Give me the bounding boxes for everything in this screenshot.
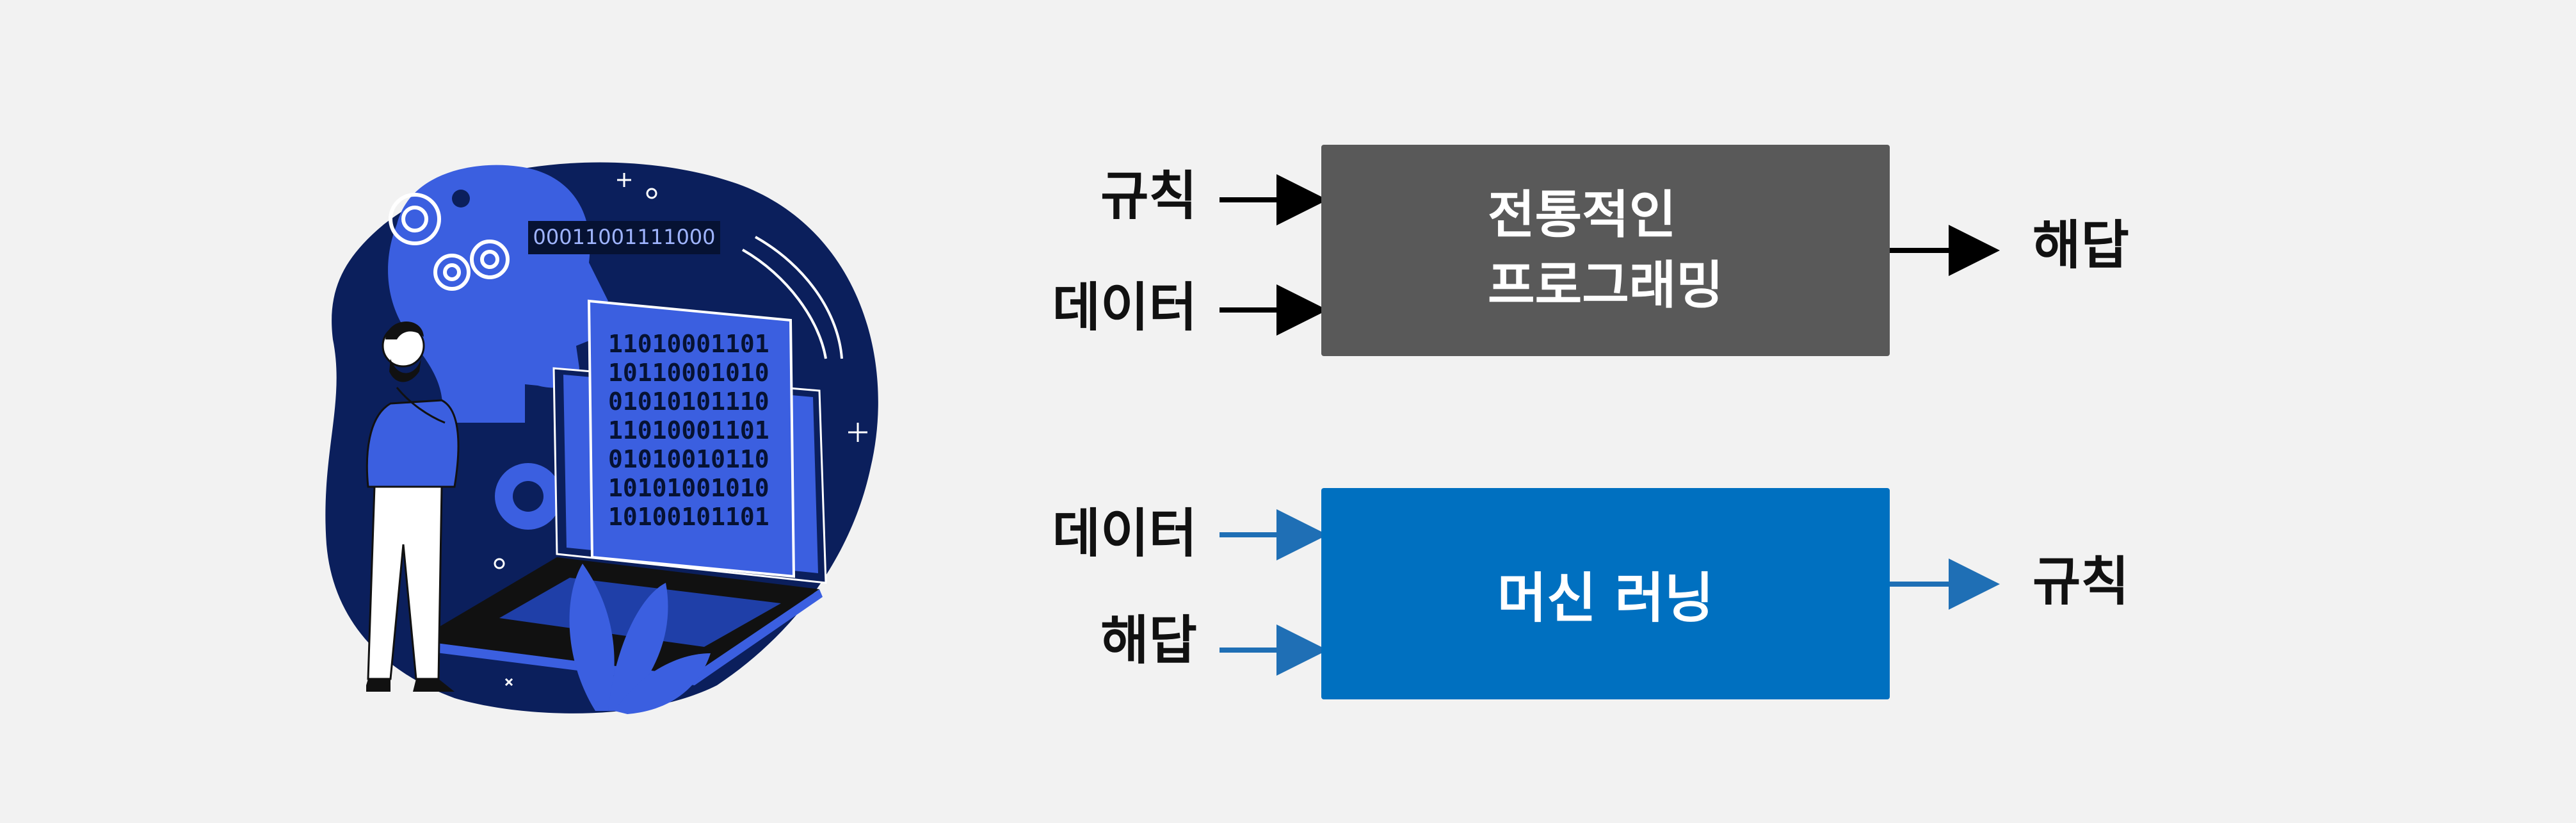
svg-text:10101001010: 10101001010 bbox=[608, 474, 769, 502]
svg-text:10110001010: 10110001010 bbox=[608, 359, 769, 387]
svg-text:11010001101: 11010001101 bbox=[608, 416, 769, 444]
traditional-box-line-1: 전통적인 bbox=[1488, 185, 1677, 245]
machine-learning-box: 머신 러닝 bbox=[1321, 488, 1890, 699]
code-sheet bbox=[587, 299, 796, 578]
traditional-output-answer: 해답 bbox=[2033, 215, 2129, 276]
large-gear-icon bbox=[495, 463, 561, 530]
svg-text:10100101101: 10100101101 bbox=[608, 503, 769, 531]
gear-icon bbox=[389, 193, 510, 291]
svg-text:01010101110: 01010101110 bbox=[608, 387, 769, 416]
ml-output-rules: 규칙 bbox=[2033, 551, 2129, 612]
svg-text:01010010110: 01010010110 bbox=[608, 445, 769, 473]
sparkle-icon bbox=[494, 173, 867, 687]
person-thinking-illustration: 00011001111000 11010001101 10110001010 0… bbox=[325, 162, 878, 714]
plant-icon bbox=[569, 564, 711, 714]
binary-header: 00011001111000 bbox=[533, 225, 715, 249]
traditional-input-data: 데이터 bbox=[1052, 277, 1197, 338]
person-figure bbox=[366, 322, 460, 692]
traditional-box-line-2: 프로그래밍 bbox=[1488, 256, 1723, 315]
traditional-input-rules: 규칙 bbox=[1100, 166, 1197, 227]
binary-code-lines: 11010001101 10110001010 01010101110 1101… bbox=[608, 330, 769, 531]
small-gear-icon bbox=[452, 190, 470, 208]
ml-input-data: 데이터 bbox=[1052, 503, 1197, 564]
machine-learning-box-label: 머신 러닝 bbox=[1497, 566, 1714, 630]
traditional-programming-box: 전통적인 프로그래밍 bbox=[1321, 145, 1890, 356]
ml-input-answer: 해답 bbox=[1100, 610, 1197, 671]
svg-text:11010001101: 11010001101 bbox=[608, 330, 769, 358]
